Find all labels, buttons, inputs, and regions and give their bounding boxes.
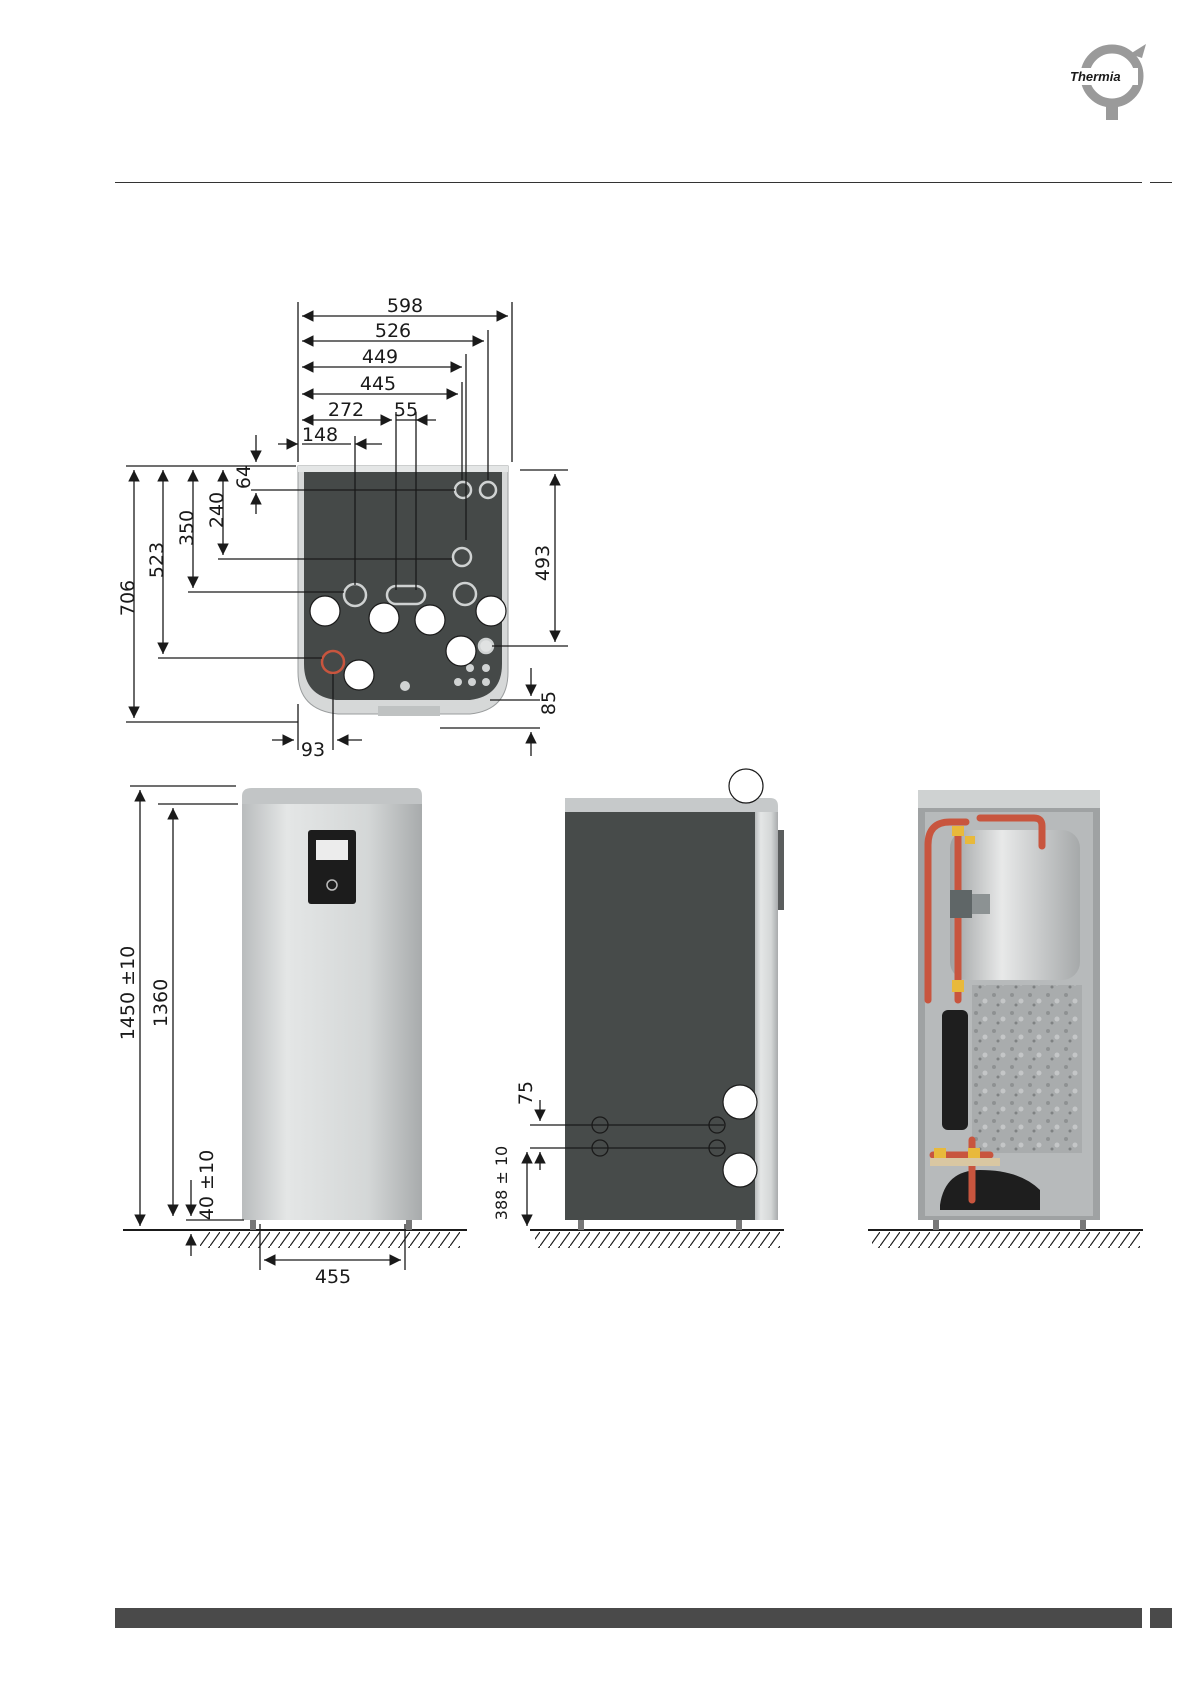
dim-depth-350: 350 — [176, 510, 198, 546]
dim-width-598: 598 — [387, 295, 423, 317]
side-panel-edge — [755, 812, 778, 1220]
dim-width-526: 526 — [375, 320, 411, 342]
dim-depth-493: 493 — [532, 545, 554, 581]
position-marker — [729, 769, 763, 803]
footer-bar — [115, 1608, 1142, 1628]
insulated-pipe — [942, 1010, 968, 1130]
ground-hatch — [200, 1232, 460, 1248]
dim-width-449: 449 — [362, 346, 398, 368]
opening — [479, 639, 493, 653]
dim-depth-523: 523 — [146, 542, 168, 578]
dim-height-total: 1450 ±10 — [117, 946, 139, 1041]
compressor-insulation — [972, 985, 1082, 1153]
dim-width-445: 445 — [360, 373, 396, 395]
position-marker — [369, 603, 399, 633]
dim-depth-706: 706 — [117, 580, 139, 616]
dim-width-148: 148 — [302, 424, 338, 446]
top-view: 598 526 449 445 272 55 148 706 523 350 2… — [117, 295, 568, 761]
position-marker — [415, 605, 445, 635]
ground-hatch — [535, 1232, 780, 1248]
dim-foot-85: 85 — [538, 691, 560, 715]
dim-width-272: 272 — [328, 399, 364, 421]
dim-front-width: 455 — [315, 1266, 351, 1288]
position-marker — [723, 1153, 757, 1187]
display-screen — [316, 840, 348, 860]
side-view: 75 388 ± 10 — [492, 769, 784, 1248]
dim-spacing: 75 — [515, 1081, 537, 1105]
dim-side-height: 388 ± 10 — [492, 1146, 511, 1220]
dim-width-55: 55 — [394, 399, 418, 421]
position-marker — [344, 660, 374, 690]
position-marker — [446, 636, 476, 666]
position-marker — [476, 596, 506, 626]
dim-offset-93: 93 — [301, 739, 325, 761]
dim-height-body: 1360 — [150, 979, 172, 1027]
footer-tail — [1150, 1608, 1172, 1628]
dim-foot-height: 40 ±10 — [196, 1150, 218, 1220]
interior-view — [868, 790, 1143, 1248]
front-view: 1450 ±10 1360 40 ±10 455 — [117, 786, 467, 1288]
ground-hatch — [872, 1232, 1140, 1248]
circulation-pump — [950, 890, 972, 918]
dim-depth-64: 64 — [233, 465, 255, 489]
position-marker — [310, 596, 340, 626]
side-view-labels: 75 388 ± 10 — [492, 1081, 537, 1220]
position-marker — [723, 1085, 757, 1119]
dim-depth-240: 240 — [206, 492, 228, 528]
